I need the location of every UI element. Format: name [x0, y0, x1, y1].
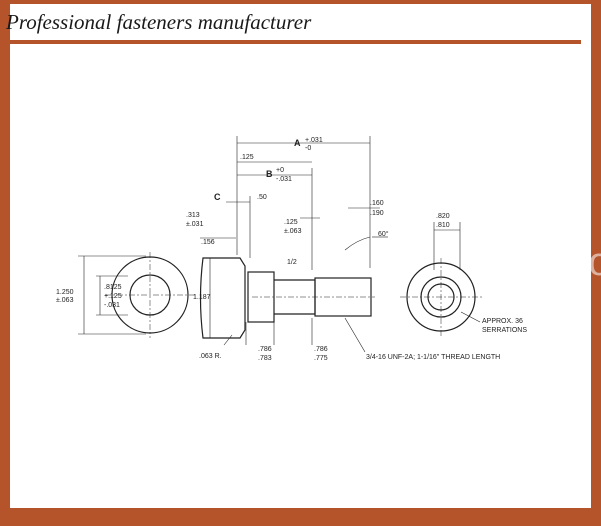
- dim-783: .783: [258, 355, 272, 362]
- dim-b-label: B: [266, 169, 273, 179]
- dim-1250-tol: ±.063: [56, 297, 74, 304]
- dim-125: .125: [240, 154, 254, 161]
- dim-50: .50: [257, 194, 267, 201]
- dim-b-tol-minus: -.031: [276, 176, 292, 183]
- bolt-head: [199, 257, 246, 339]
- dim-160: .160: [370, 200, 384, 207]
- serrations-line-1: APPROX. 36: [482, 318, 523, 325]
- dim-190: .190: [370, 210, 384, 217]
- dim-a-tol-plus: +.031: [305, 137, 323, 144]
- dim-half: 1/2: [287, 259, 297, 266]
- dim-810: .810: [436, 222, 450, 229]
- dim-b-tol-plus: +0: [276, 167, 284, 174]
- dim-8125-tol-plus: +.125: [104, 293, 122, 300]
- dim-775: .775: [314, 355, 328, 362]
- dim-786b: .786: [314, 346, 328, 353]
- dim-8125-tol-minus: -.031: [104, 302, 120, 309]
- dim-125b: .125: [284, 219, 298, 226]
- dim-1187: 1.187: [193, 294, 211, 301]
- dim-angle: 60°: [378, 230, 389, 238]
- dim-a-tol-minus: -0: [305, 145, 311, 152]
- header-divider: [0, 40, 581, 44]
- dim-313: .313: [186, 212, 200, 219]
- watermark-text: www.professional-fasteners.com: [11, 240, 601, 284]
- page-title: Professional fasteners manufacturer: [6, 10, 312, 34]
- dim-125b-tol: ±.063: [284, 228, 302, 235]
- dim-radius: .063 R.: [199, 353, 222, 360]
- dim-a-label: A: [294, 138, 301, 148]
- thread-spec: 3/4-16 UNF-2A; 1-1/16" THREAD LENGTH: [366, 354, 500, 361]
- serrations-line-2: SERRATIONS: [482, 327, 527, 334]
- dim-313-tol: ±.031: [186, 221, 204, 228]
- dim-156: .156: [201, 239, 215, 246]
- dim-786: .786: [258, 346, 272, 353]
- dim-c-label: C: [214, 192, 221, 202]
- dim-8125: .8125: [104, 284, 122, 291]
- dim-820: .820: [436, 213, 450, 220]
- dim-1250: 1.250: [56, 289, 74, 296]
